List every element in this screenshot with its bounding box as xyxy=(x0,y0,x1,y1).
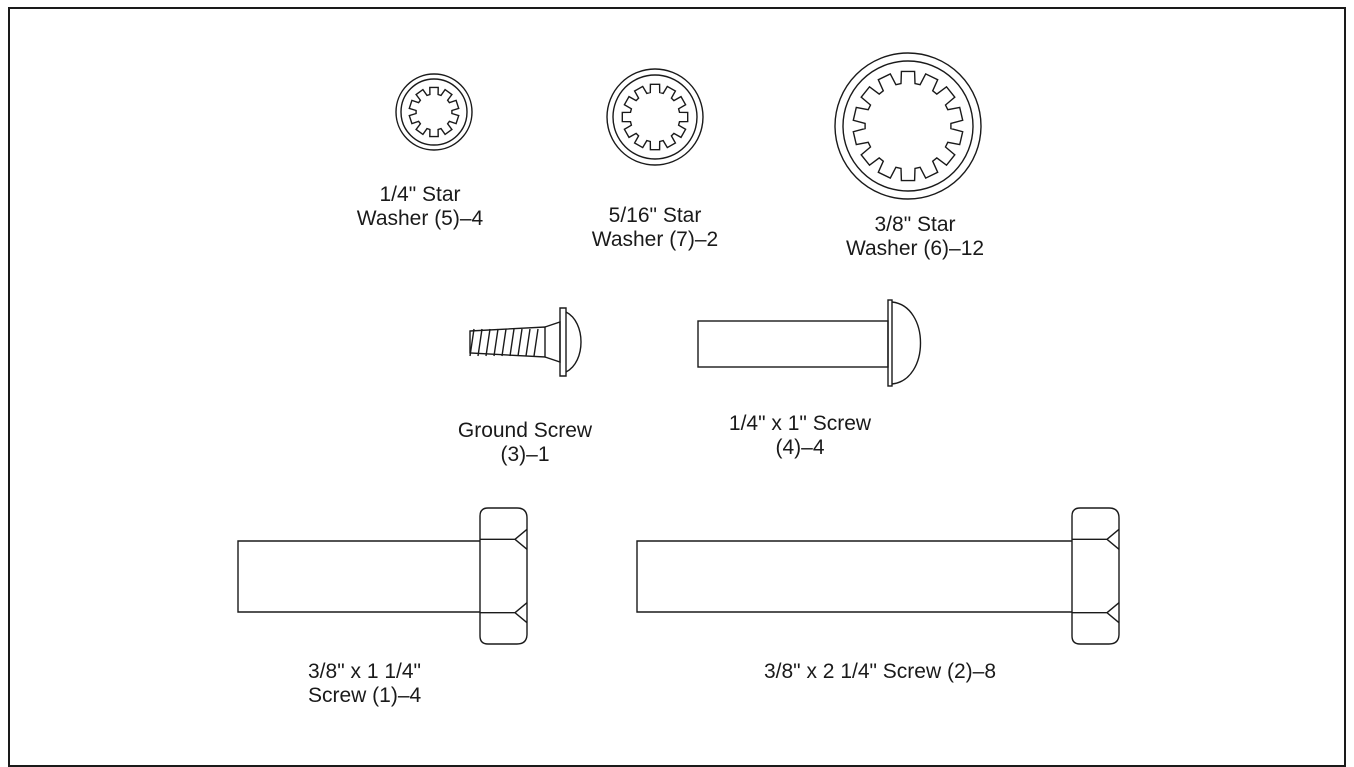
hex-bolt-shank xyxy=(237,540,480,613)
button-screw-head xyxy=(891,301,922,385)
label-ground-screw: Ground Screw (3)–1 xyxy=(430,419,620,467)
label-line2: (3)–1 xyxy=(500,443,550,466)
label-line1: 1/4" x 1" Screw xyxy=(728,412,872,435)
washer-teeth xyxy=(408,86,460,138)
label-line1: 1/4" Star xyxy=(379,183,461,206)
hex-bolt-facet xyxy=(1072,602,1120,624)
ground-screw-icon xyxy=(469,307,582,377)
hex-bolt-short-icon xyxy=(237,507,528,645)
ground-screw-neck xyxy=(544,321,561,363)
washer-outer-edge xyxy=(395,73,473,151)
label-star-washer-5-16: 5/16" Star Washer (7)–2 xyxy=(575,204,735,252)
label-line1: 3/8" x 2 1/4" Screw (2)–8 xyxy=(763,660,996,683)
button-screw-flange xyxy=(887,299,893,387)
ground-screw-flange xyxy=(559,307,567,377)
star-washer-1-4-icon xyxy=(395,73,473,151)
washer-inner-ring xyxy=(400,78,468,146)
label-line2: (4)–4 xyxy=(775,436,825,459)
hex-bolt-facet xyxy=(1072,528,1120,550)
label-line1: 5/16" Star xyxy=(608,204,702,227)
washer-outer-edge xyxy=(606,68,704,166)
label-line2: Washer (5)–4 xyxy=(356,207,484,230)
ground-screw-threads xyxy=(469,328,539,357)
hex-bolt-facet xyxy=(480,528,528,550)
label-hex-bolt-short: 3/8" x 1 1/4" Screw (1)–4 xyxy=(308,660,498,708)
label-star-washer-3-8: 3/8" Star Washer (6)–12 xyxy=(815,213,1015,261)
label-line2: Screw (1)–4 xyxy=(308,684,422,707)
label-star-washer-1-4: 1/4" Star Washer (5)–4 xyxy=(350,183,490,231)
star-washer-3-8-icon xyxy=(834,52,982,200)
button-head-screw-icon xyxy=(697,299,922,387)
washer-outer-edge xyxy=(834,52,982,200)
washer-inner-ring xyxy=(842,60,974,192)
hex-bolt-head xyxy=(1071,507,1120,645)
button-screw-shank xyxy=(697,320,889,368)
hex-bolt-head xyxy=(479,507,528,645)
label-button-screw: 1/4" x 1" Screw (4)–4 xyxy=(695,412,905,460)
washer-teeth xyxy=(852,70,964,182)
label-hex-bolt-long: 3/8" x 2 1/4" Screw (2)–8 xyxy=(700,660,1060,684)
ground-screw-head xyxy=(565,311,582,373)
label-line1: Ground Screw xyxy=(457,419,593,442)
star-washer-5-16-icon xyxy=(606,68,704,166)
label-line2: Washer (7)–2 xyxy=(591,228,719,251)
washer-teeth xyxy=(621,83,689,151)
hex-bolt-shank xyxy=(636,540,1072,613)
washer-inner-ring xyxy=(612,74,698,160)
hex-bolt-facet xyxy=(480,602,528,624)
label-line1: 3/8" x 1 1/4" xyxy=(308,660,421,683)
label-line2: Washer (6)–12 xyxy=(845,237,985,260)
label-line1: 3/8" Star xyxy=(874,213,956,236)
hex-bolt-long-icon xyxy=(636,507,1120,645)
